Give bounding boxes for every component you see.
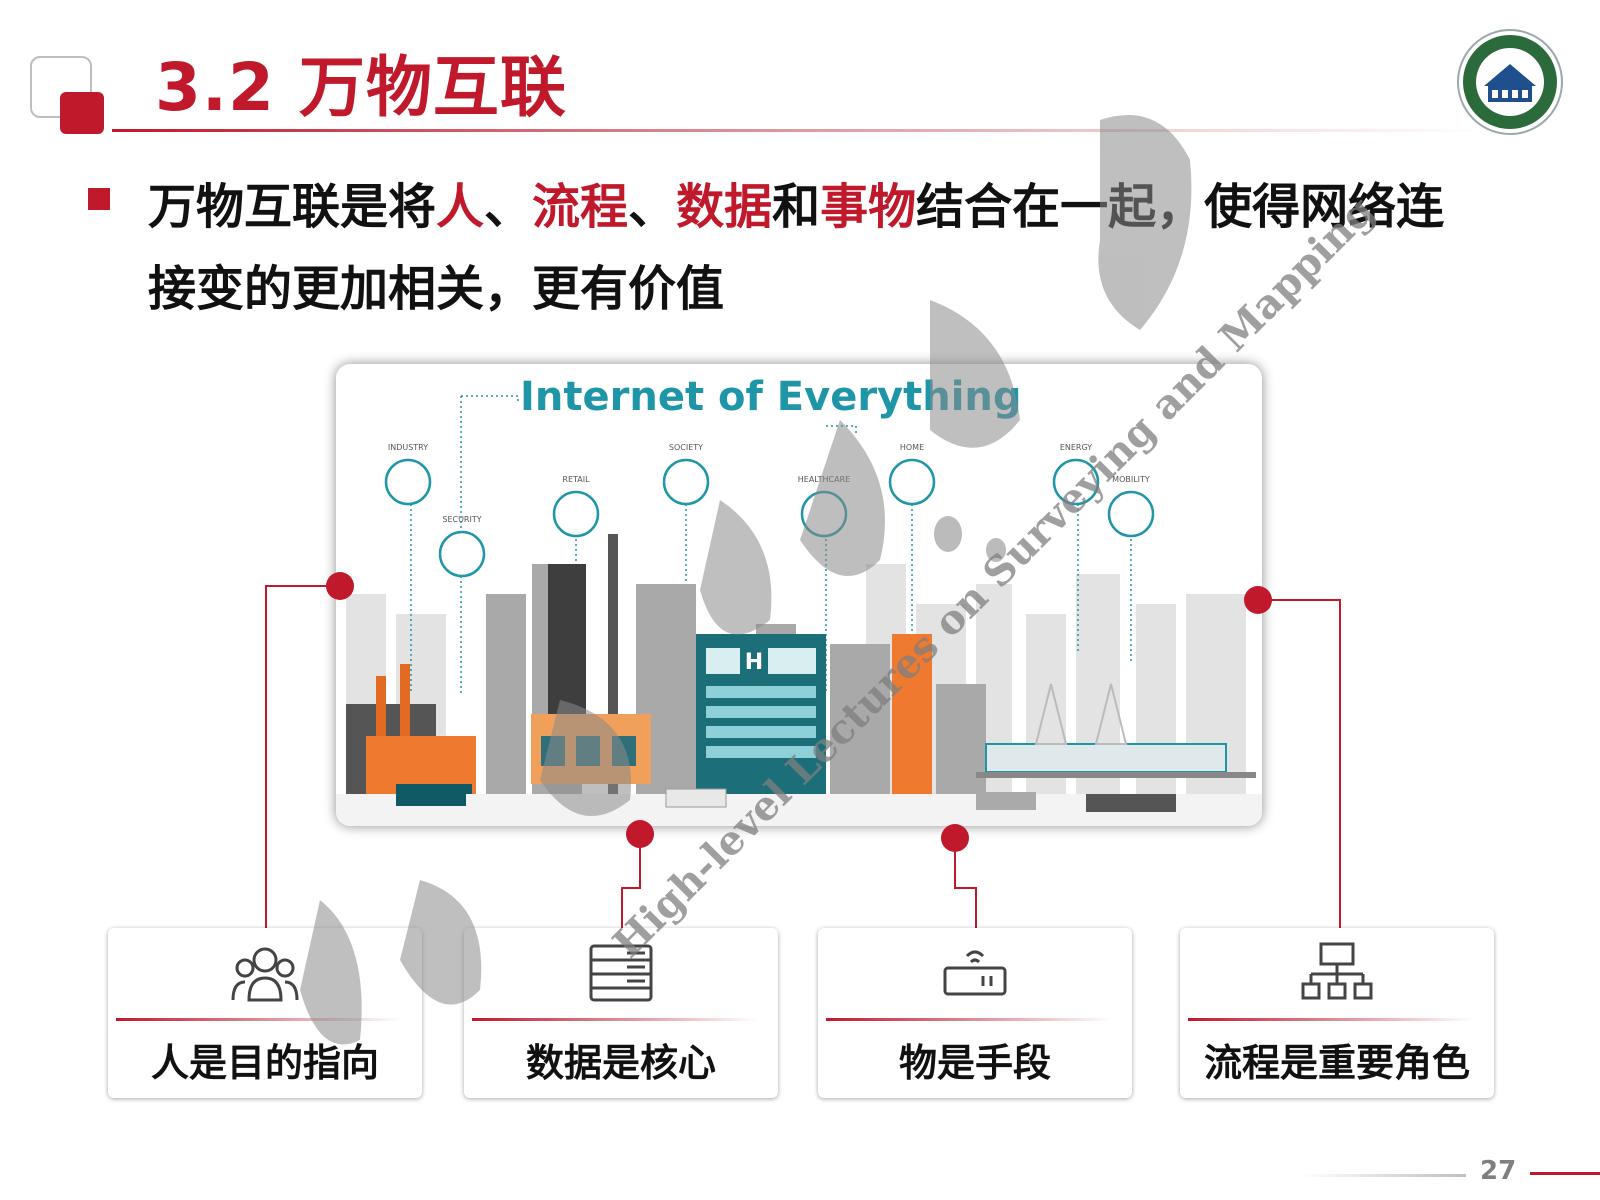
title-decoration-square (60, 92, 104, 134)
university-logo (1457, 29, 1563, 135)
bullet-marker (88, 188, 110, 210)
server-rack-icon (589, 944, 653, 1002)
category-home: HOME (900, 443, 924, 452)
box-divider (826, 1018, 1112, 1021)
box-label-process: 流程是重要角色 (1203, 1041, 1470, 1085)
category-security: SECURITY (442, 515, 481, 524)
box-process: 流程是重要角色 (1180, 928, 1494, 1098)
box-label-data: 数据是核心 (525, 1041, 716, 1085)
category-industry: INDUSTRY (388, 443, 428, 452)
category-society: SOCIETY (669, 443, 703, 452)
page-number: 27 (1480, 1156, 1517, 1186)
highlight-data: 数据 (676, 179, 773, 235)
highlight-things: 事物 (820, 179, 917, 235)
category-mobility: MOBILITY (1112, 475, 1150, 484)
category-energy: ENERGY (1060, 443, 1092, 452)
box-divider (1188, 1018, 1474, 1021)
page-number-line-left (1300, 1174, 1466, 1177)
box-divider (116, 1018, 402, 1021)
box-label-things: 物是手段 (898, 1041, 1051, 1085)
box-things: 物是手段 (818, 928, 1132, 1098)
router-icon (943, 950, 1007, 996)
slide-title: 3.2 万物互联 (155, 49, 567, 126)
box-divider (472, 1018, 758, 1021)
people-group-icon (231, 947, 299, 1002)
category-retail: RETAIL (562, 475, 590, 484)
title-underline (112, 129, 1482, 132)
bullet-text: 万物互联是将人、流程、数据和事物结合在一起，使得网络连接变的更加相关，更有价值 (148, 179, 1445, 317)
box-label-people: 人是目的指向 (150, 1041, 379, 1085)
org-chart-icon (1301, 942, 1373, 1000)
box-data: 数据是核心 (464, 928, 778, 1098)
ioe-illustration: Internet of Everything INDUSTRY SECURITY… (336, 364, 1262, 826)
highlight-process: 流程 (532, 179, 629, 235)
highlight-people: 人 (436, 179, 485, 235)
page-number-line-right (1530, 1172, 1600, 1175)
box-people: 人是目的指向 (108, 928, 422, 1098)
hospital-sign: H (745, 650, 763, 675)
